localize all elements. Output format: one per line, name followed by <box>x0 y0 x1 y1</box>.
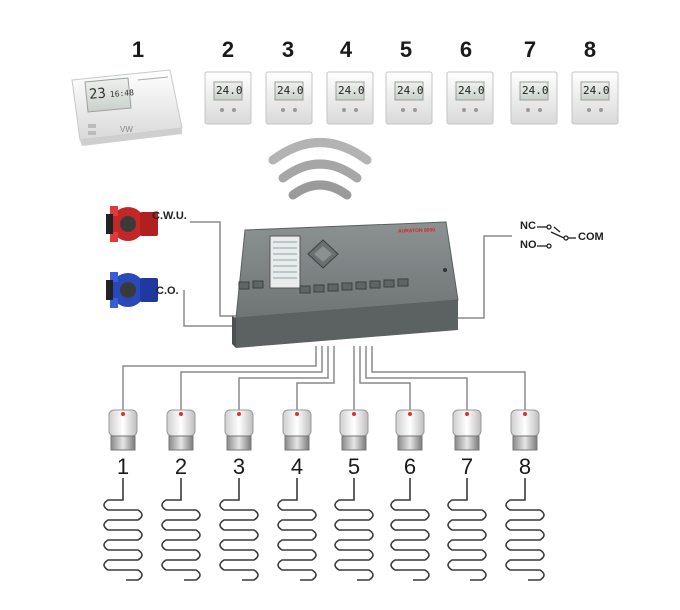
heating-loop-7 <box>447 478 487 581</box>
thermostat-number-4: 4 <box>339 37 353 62</box>
thermostat-4-display: 24.0 <box>338 84 365 97</box>
actuator-4 <box>282 409 312 451</box>
pump-co-icon <box>106 272 158 308</box>
relay-no-label: NO <box>520 239 537 251</box>
actuator-1 <box>108 409 138 451</box>
thermostat-2 <box>204 71 252 125</box>
heating-loop-3 <box>219 478 259 581</box>
wireless-signal-icon <box>268 138 372 200</box>
thermostat-5-display: 24.0 <box>397 84 424 97</box>
actuator-8 <box>510 409 540 451</box>
zone-number-7: 7 <box>460 454 474 479</box>
zone-number-4: 4 <box>290 454 304 479</box>
zone-number-3: 3 <box>232 454 246 479</box>
heating-loop-1 <box>103 478 143 581</box>
thermostat-number-5: 5 <box>399 37 413 62</box>
heating-loops <box>103 478 545 581</box>
thermostat-8 <box>571 71 619 125</box>
thermostat-number-8: 8 <box>583 37 597 62</box>
svg-text:VW: VW <box>120 125 133 134</box>
zone-number-8: 8 <box>518 454 532 479</box>
thermostat-7-display: 24.0 <box>522 84 549 97</box>
actuator-2 <box>166 409 196 451</box>
thermostat-8-display: 24.0 <box>583 84 610 97</box>
thermostat-number-7: 7 <box>523 37 537 62</box>
thermostat-7 <box>510 71 558 125</box>
heating-loop-5 <box>334 478 374 581</box>
zone-number-2: 2 <box>174 454 188 479</box>
main-thermostat-clock: 16:48 <box>109 88 135 100</box>
actuator-5 <box>339 409 369 451</box>
main-thermostat: VW <box>71 69 183 146</box>
heating-loop-8 <box>505 478 545 581</box>
actuator-7 <box>452 409 482 451</box>
thermostat-number-2: 2 <box>221 37 235 62</box>
actuator-3 <box>224 409 254 451</box>
zone-number-6: 6 <box>403 454 417 479</box>
heating-loop-6 <box>390 478 430 581</box>
pump-cwu-label: C.W.U. <box>152 210 187 222</box>
pump-cwu-icon <box>106 206 158 242</box>
relay-switch-icon <box>537 224 576 249</box>
pump-co-label: C.O. <box>156 285 179 297</box>
actuator-6 <box>395 409 425 451</box>
relay-nc-label: NC <box>520 220 536 232</box>
thermostat-5 <box>385 71 433 125</box>
zone-number-1: 1 <box>116 454 130 479</box>
room-thermostats <box>204 71 619 125</box>
thermostat-number-6: 6 <box>459 37 473 62</box>
thermostat-number-1: 1 <box>131 37 145 62</box>
thermostat-3-display: 24.0 <box>277 84 304 97</box>
wires <box>122 221 526 410</box>
thermostat-6 <box>446 71 494 125</box>
thermostat-2-display: 24.0 <box>216 84 243 97</box>
actuators <box>108 409 540 451</box>
zone-number-5: 5 <box>347 454 361 479</box>
heating-loop-2 <box>161 478 201 581</box>
thermostat-6-display: 24.0 <box>458 84 485 97</box>
thermostat-3 <box>265 71 313 125</box>
controller-unit <box>232 221 459 348</box>
thermostat-4 <box>326 71 374 125</box>
heating-loop-4 <box>277 478 317 581</box>
main-thermostat-temp: 23 <box>88 85 107 103</box>
relay-com-label: COM <box>578 231 604 243</box>
thermostat-number-3: 3 <box>281 37 295 62</box>
